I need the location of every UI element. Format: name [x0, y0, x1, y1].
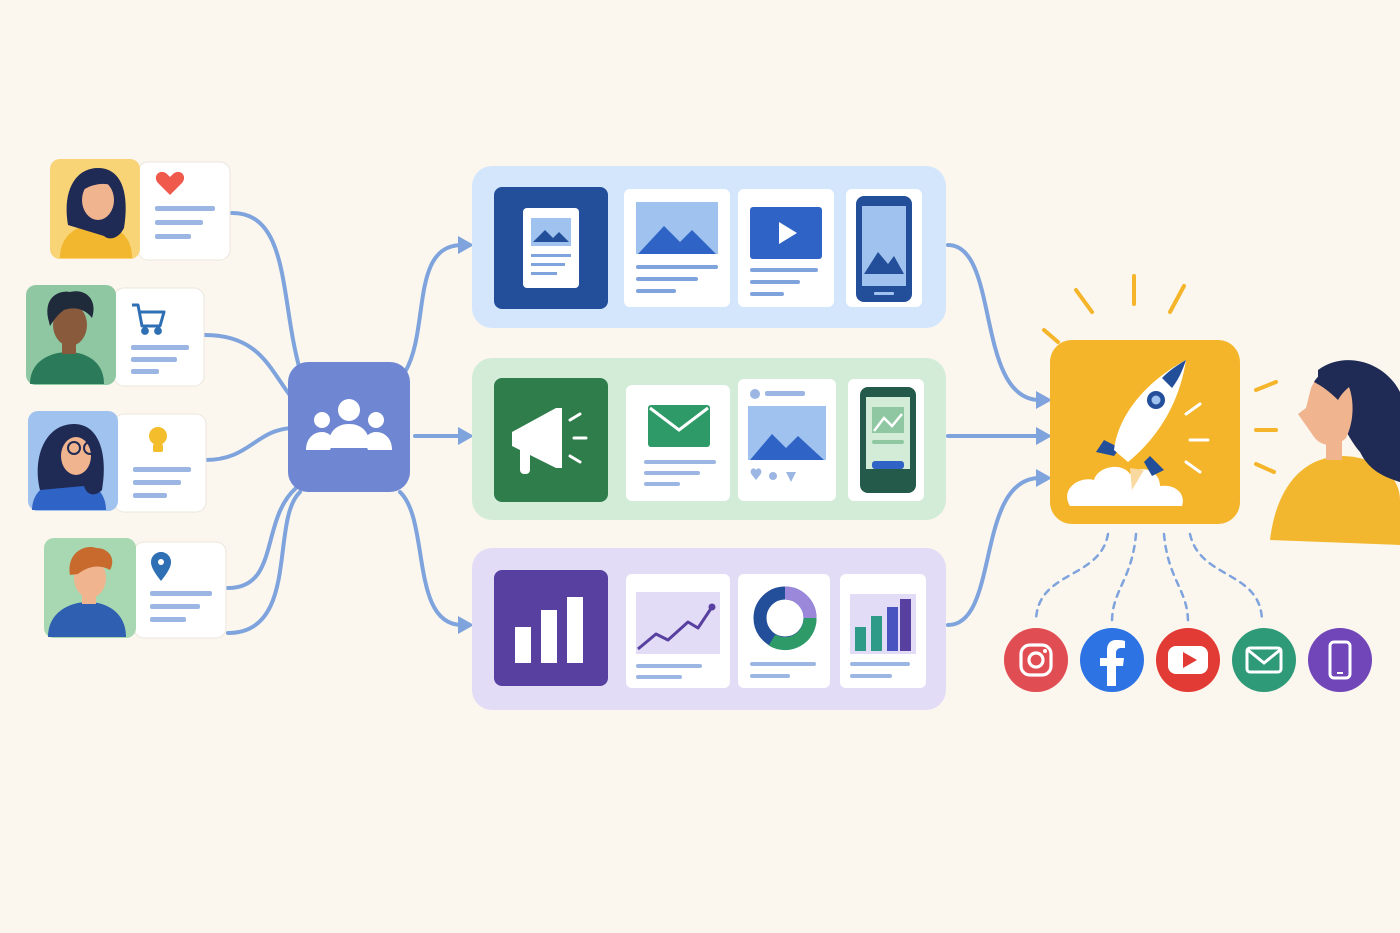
connector-profile-3 [203, 426, 294, 462]
connector-hub-row-3 [398, 490, 464, 627]
arrowhead-row-3 [458, 616, 474, 634]
connector-profile-4 [226, 486, 298, 590]
bar-chart-icon [494, 570, 608, 686]
text-line [155, 220, 203, 225]
text-line [133, 493, 167, 498]
connector-profile-2 [203, 333, 294, 400]
channels [1004, 628, 1372, 692]
connector-hub-row-1 [403, 243, 464, 374]
text-line [150, 591, 212, 596]
connector-row-1-launch [946, 243, 1042, 402]
campaign-row [472, 358, 946, 520]
text-line [150, 617, 186, 622]
arrowhead-launch-3 [1036, 469, 1052, 487]
arrowheads [458, 236, 1052, 634]
bar-graph-icon [840, 574, 926, 688]
social-post-icon [738, 379, 836, 501]
arrowhead-row-2 [458, 427, 474, 445]
connectors [203, 211, 1042, 635]
heart-icon [155, 171, 185, 195]
profile-card-1 [50, 159, 231, 261]
youtube-icon[interactable] [1156, 628, 1220, 692]
person-woman-glasses-icon [32, 424, 106, 510]
audience-hub [288, 362, 410, 492]
text-line [133, 467, 191, 472]
mobile-icon[interactable] [1308, 628, 1372, 692]
megaphone-icon [494, 378, 608, 502]
text-line [131, 369, 159, 374]
arrowhead-launch-2 [1036, 427, 1052, 445]
person-woman-icon [1270, 360, 1400, 545]
audience-person [1270, 360, 1400, 545]
lightbulb-icon [149, 427, 167, 452]
donut-chart-icon [738, 574, 830, 688]
launch-tile [1042, 274, 1278, 524]
person-man-icon [48, 547, 126, 637]
email-icon[interactable] [1232, 628, 1296, 692]
connector-profile-4b [226, 490, 302, 635]
rocket-icon [1067, 360, 1210, 506]
connector-row-3-launch [946, 476, 1042, 627]
channel-links [1034, 532, 1264, 624]
audience-group-icon [306, 399, 392, 450]
mobile-app-icon [848, 379, 924, 501]
content-row [472, 166, 946, 328]
location-pin-icon [151, 552, 171, 581]
profile-card-4 [44, 538, 227, 639]
text-line [131, 357, 177, 362]
text-line [155, 206, 215, 211]
trend-line-icon [626, 574, 730, 688]
profile-card-3 [28, 411, 207, 513]
text-line [133, 480, 181, 485]
article-icon [494, 187, 608, 309]
connector-profile-1 [230, 211, 302, 372]
person-woman-icon [60, 168, 132, 258]
analytics-row [472, 548, 946, 710]
text-line [131, 345, 189, 350]
shopping-cart-icon [132, 303, 166, 335]
mobile-preview-icon [846, 189, 922, 307]
image-card-icon [624, 189, 730, 307]
profile-card-2 [26, 285, 205, 387]
launch-rays [1042, 274, 1278, 474]
profile-info-card [133, 541, 227, 639]
person-man-icon [30, 291, 104, 384]
text-line [155, 234, 191, 239]
text-line [150, 604, 200, 609]
instagram-icon[interactable] [1004, 628, 1068, 692]
arrowhead-launch-1 [1036, 391, 1052, 409]
email-card-icon [626, 385, 730, 501]
video-card-icon [738, 189, 834, 307]
arrowhead-row-1 [458, 236, 474, 254]
facebook-icon[interactable] [1080, 628, 1144, 692]
